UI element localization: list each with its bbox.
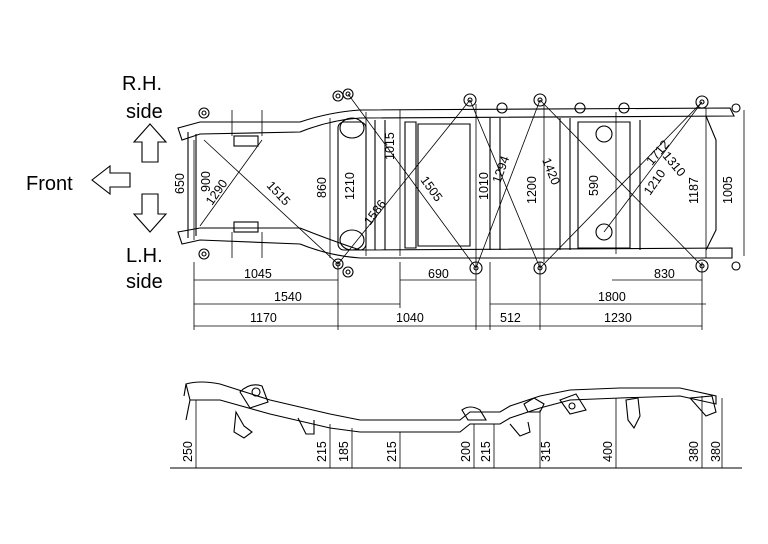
dim-1005: 1005: [721, 176, 735, 204]
height-185: 185: [337, 441, 351, 462]
height-labels: 250 215 185 215 200 215 315 400 380 380: [181, 441, 723, 462]
dim-1187: 1187: [687, 177, 701, 204]
rear-spring-hanger: [559, 393, 587, 415]
front-label: Front: [26, 173, 73, 195]
height-215: 215: [315, 441, 329, 462]
height-250: 250: [181, 441, 195, 462]
rh-frame-rail: [177, 107, 735, 141]
crossmember-2: [374, 120, 386, 250]
height-215: 215: [479, 441, 493, 462]
bracket-lines: [231, 110, 263, 258]
up-arrow-icon: [132, 123, 168, 163]
crossmember-4: [489, 118, 501, 250]
dim-590: 590: [587, 175, 601, 196]
diagonal-measure-lines: [199, 93, 703, 269]
front-bracket: [233, 221, 259, 233]
crossmember-1-mount: [339, 117, 365, 139]
frame-top-view: 650 900 860 1210 1015 1010 1200 590 1005…: [173, 88, 745, 330]
height-measure-lines: [195, 396, 723, 468]
dim-1170: 1170: [250, 311, 277, 325]
front-crossmember: [187, 132, 197, 238]
height-215: 215: [385, 441, 399, 462]
dim-1200: 1200: [525, 176, 539, 204]
left-arrow-icon: [91, 164, 131, 196]
dim-1420: 1420: [539, 156, 562, 187]
dim-1800: 1800: [598, 290, 626, 304]
mount-hole: [251, 387, 261, 397]
center-mount: [461, 406, 487, 421]
horizontal-dim-lines: [193, 262, 706, 330]
crossmember-1-mount: [339, 229, 365, 251]
dim-690: 690: [428, 267, 449, 281]
front-spring-hanger: [233, 410, 253, 439]
dim-1540: 1540: [274, 290, 302, 304]
crossmember-5: [559, 118, 571, 250]
crossmember-box: [417, 123, 471, 247]
height-380: 380: [709, 441, 723, 462]
height-200: 200: [459, 441, 473, 462]
dim-512: 512: [500, 311, 521, 325]
mount-hole: [595, 223, 613, 241]
vertical-measure-lines: [193, 104, 745, 262]
direction-indicators: R.H. side Front L.H. side: [26, 73, 168, 293]
horizontal-dim-labels: 1045 690 830 1540 1800 1170 1040 512 123…: [244, 267, 675, 325]
crossmember-6: [577, 121, 631, 249]
dim-650: 650: [173, 173, 187, 194]
front-horn: [183, 383, 191, 421]
rear-bracket: [509, 421, 531, 437]
lh-side-label-line1: L.H.: [126, 245, 163, 267]
dim-1230: 1230: [604, 311, 632, 325]
dim-1210-diag: 1210: [641, 167, 668, 198]
dim-1040: 1040: [396, 311, 424, 325]
dim-1515: 1515: [264, 178, 293, 208]
dim-860: 860: [315, 177, 329, 198]
front-bracket: [233, 135, 259, 147]
crossmember-3: [404, 121, 417, 249]
lh-frame-rail: [177, 227, 733, 259]
dim-1015: 1015: [383, 132, 397, 160]
height-315: 315: [539, 441, 553, 462]
side-frame-profile: [185, 381, 717, 433]
rear-end-bracket: [688, 395, 717, 417]
dim-1010: 1010: [477, 172, 491, 200]
mount-hole: [595, 125, 613, 143]
front-mount: [239, 384, 269, 409]
diagonal-dim-labels: 1290 1515 1586 1505 1294 1420 1712 1310 …: [203, 138, 688, 228]
dim-1045: 1045: [244, 267, 272, 281]
down-arrow-icon: [132, 193, 168, 233]
rear-crossmember: [639, 115, 717, 251]
height-380: 380: [687, 441, 701, 462]
mount-holes: [198, 88, 741, 278]
lh-side-label-line2: side: [126, 271, 163, 293]
bracket: [297, 417, 315, 435]
rh-side-label-line1: R.H.: [122, 73, 162, 95]
frame-side-view: 250 215 185 215 200 215 315 400 380 380: [170, 381, 742, 469]
height-400: 400: [601, 441, 615, 462]
mount-hole: [568, 402, 576, 410]
vertical-dim-labels: 650 900 860 1210 1015 1010 1200 590 1005…: [173, 132, 735, 204]
rh-side-label-line2: side: [126, 101, 163, 123]
dim-900: 900: [199, 171, 213, 192]
dim-830: 830: [654, 267, 675, 281]
shackle: [625, 397, 641, 430]
rear-mount: [523, 397, 545, 413]
dim-1294: 1294: [490, 154, 513, 185]
dim-1210: 1210: [343, 172, 357, 200]
dim-1505: 1505: [418, 174, 446, 205]
